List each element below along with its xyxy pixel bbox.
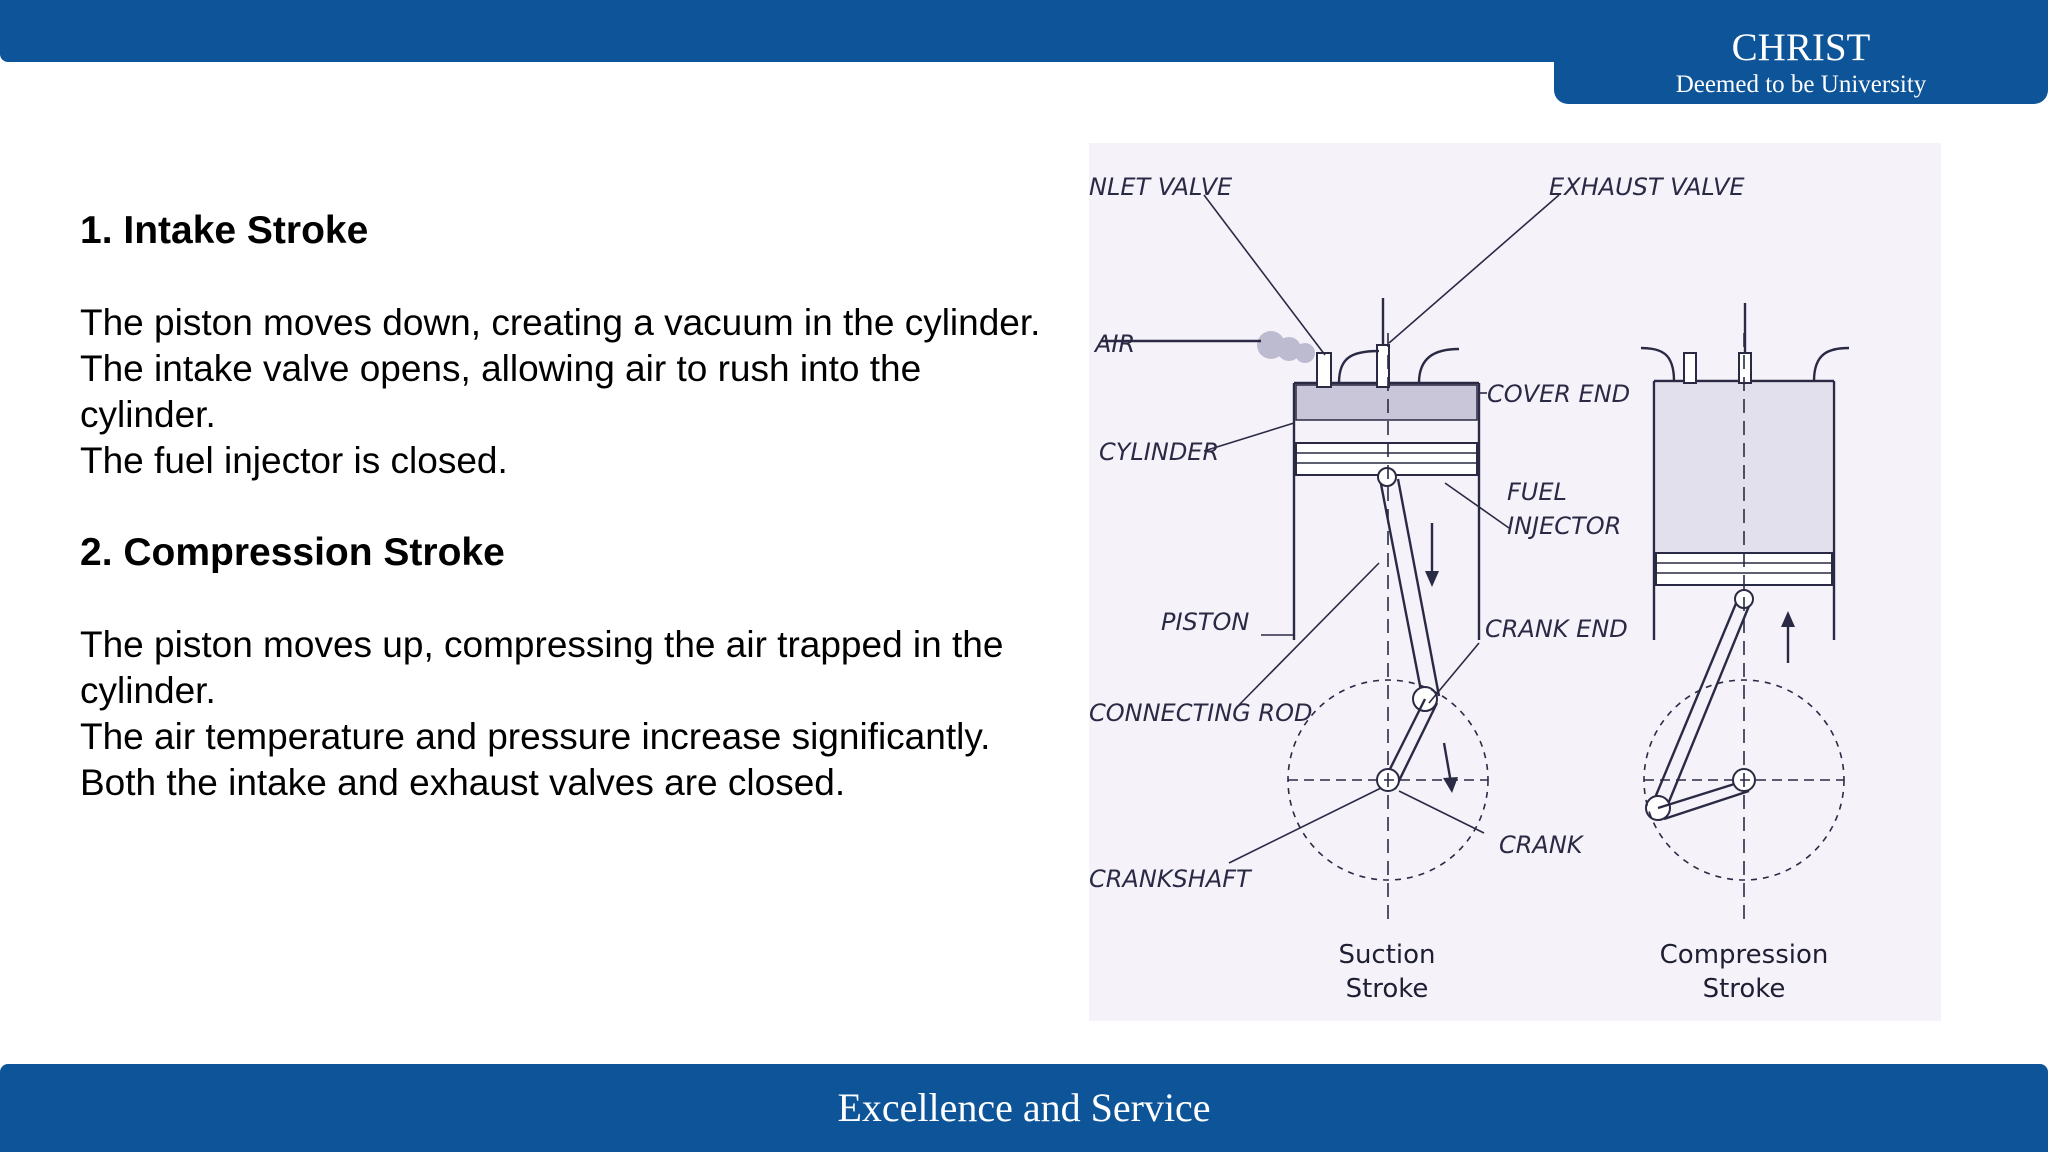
label-crank-end: CRANK END: [1485, 615, 1628, 643]
footer-tagline: Excellence and Service: [837, 1085, 1211, 1130]
engine-stroke-diagram: NLET VALVE EXHAUST VALVE AIR COVER END C…: [1089, 143, 1941, 1021]
compression-point: Both the intake and exhaust valves are c…: [80, 762, 846, 803]
suction-engine-drawing: [1101, 298, 1489, 923]
brand-title: CHRIST: [1731, 26, 1871, 69]
label-connecting-rod: CONNECTING ROD: [1089, 699, 1312, 727]
label-injector: INJECTOR: [1507, 512, 1621, 540]
compression-point: The piston moves up, compressing the air…: [80, 624, 1004, 711]
label-air: AIR: [1093, 330, 1135, 358]
caption-compression-line1: Compression: [1660, 940, 1829, 970]
university-logo-block: CHRIST Deemed to be University: [1554, 0, 2048, 104]
intake-point: The fuel injector is closed.: [80, 440, 508, 481]
label-cylinder: CYLINDER: [1099, 438, 1219, 466]
label-inlet-valve: NLET VALVE: [1089, 173, 1233, 201]
caption-suction-line1: Suction: [1338, 940, 1435, 970]
compression-engine-drawing: [1640, 303, 1850, 923]
compression-point: The air temperature and pressure increas…: [80, 716, 991, 757]
label-exhaust-valve: EXHAUST VALVE: [1549, 173, 1745, 201]
label-piston: PISTON: [1161, 608, 1249, 636]
intake-heading: 1. Intake Stroke: [80, 209, 369, 252]
compression-heading: 2. Compression Stroke: [80, 531, 505, 574]
intake-point: The piston moves down, creating a vacuum…: [80, 302, 1041, 343]
brand-subtitle: Deemed to be University: [1675, 71, 1927, 98]
intake-point: The intake valve opens, allowing air to …: [80, 348, 922, 435]
label-crank: CRANK: [1499, 831, 1585, 859]
label-crankshaft: CRANKSHAFT: [1089, 865, 1253, 893]
slide-text: 1. Intake Stroke The piston moves down, …: [80, 208, 1060, 806]
caption-suction-line2: Stroke: [1346, 974, 1429, 1004]
footer-banner: Excellence and Service: [0, 1064, 2048, 1152]
label-cover-end: COVER END: [1487, 380, 1630, 408]
leader-lines: [1203, 194, 1560, 864]
caption-compression-line2: Stroke: [1703, 974, 1786, 1004]
label-fuel: FUEL: [1507, 478, 1567, 506]
